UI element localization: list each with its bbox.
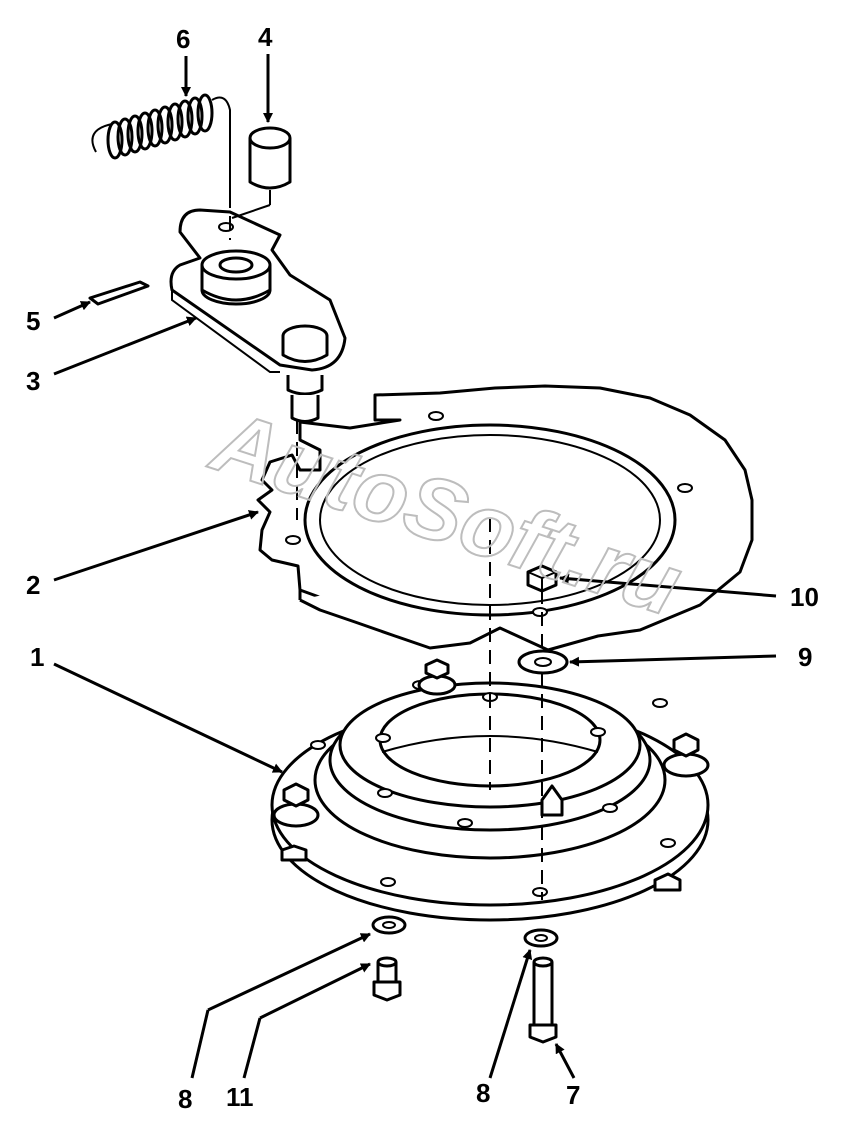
flange-bolt-bottom-left xyxy=(280,844,308,862)
callout-3: 3 xyxy=(26,366,40,396)
part-8-washer-right xyxy=(523,928,559,948)
callout-8-right: 8 xyxy=(476,1078,490,1108)
part-5-pin xyxy=(88,280,150,306)
callout-5: 5 xyxy=(26,306,40,336)
flange-bolt-bottom-right xyxy=(653,872,682,892)
flange-bolts xyxy=(272,658,710,892)
part-8-washer-left xyxy=(371,915,407,935)
part-2-slotted-plate xyxy=(256,384,754,652)
part-11-short-bolt xyxy=(372,956,402,1002)
callout-4: 4 xyxy=(258,22,273,52)
callout-9: 9 xyxy=(798,642,812,672)
flange-bolt-right xyxy=(662,732,710,778)
part-1-base-flange xyxy=(270,680,710,922)
assembly-center-lines xyxy=(229,150,543,900)
callout-8-left: 8 xyxy=(178,1084,192,1114)
callout-10: 10 xyxy=(790,582,819,612)
leader-lines xyxy=(53,54,777,1079)
part-7-long-bolt xyxy=(528,956,558,1044)
part-4-sleeve xyxy=(248,126,292,190)
callout-1: 1 xyxy=(30,642,44,672)
flange-bolt-back xyxy=(417,658,457,696)
callout-11: 11 xyxy=(226,1082,254,1112)
callout-6: 6 xyxy=(176,24,190,54)
part-6-spring xyxy=(91,93,231,200)
callout-labels: 6 4 5 3 2 1 10 9 8 11 8 7 xyxy=(26,22,819,1114)
flange-bolt-left xyxy=(272,782,320,828)
part-3-lever-arm xyxy=(169,208,347,423)
part-9-washer xyxy=(517,649,569,675)
callout-2: 2 xyxy=(26,570,40,600)
callout-7: 7 xyxy=(566,1080,580,1110)
